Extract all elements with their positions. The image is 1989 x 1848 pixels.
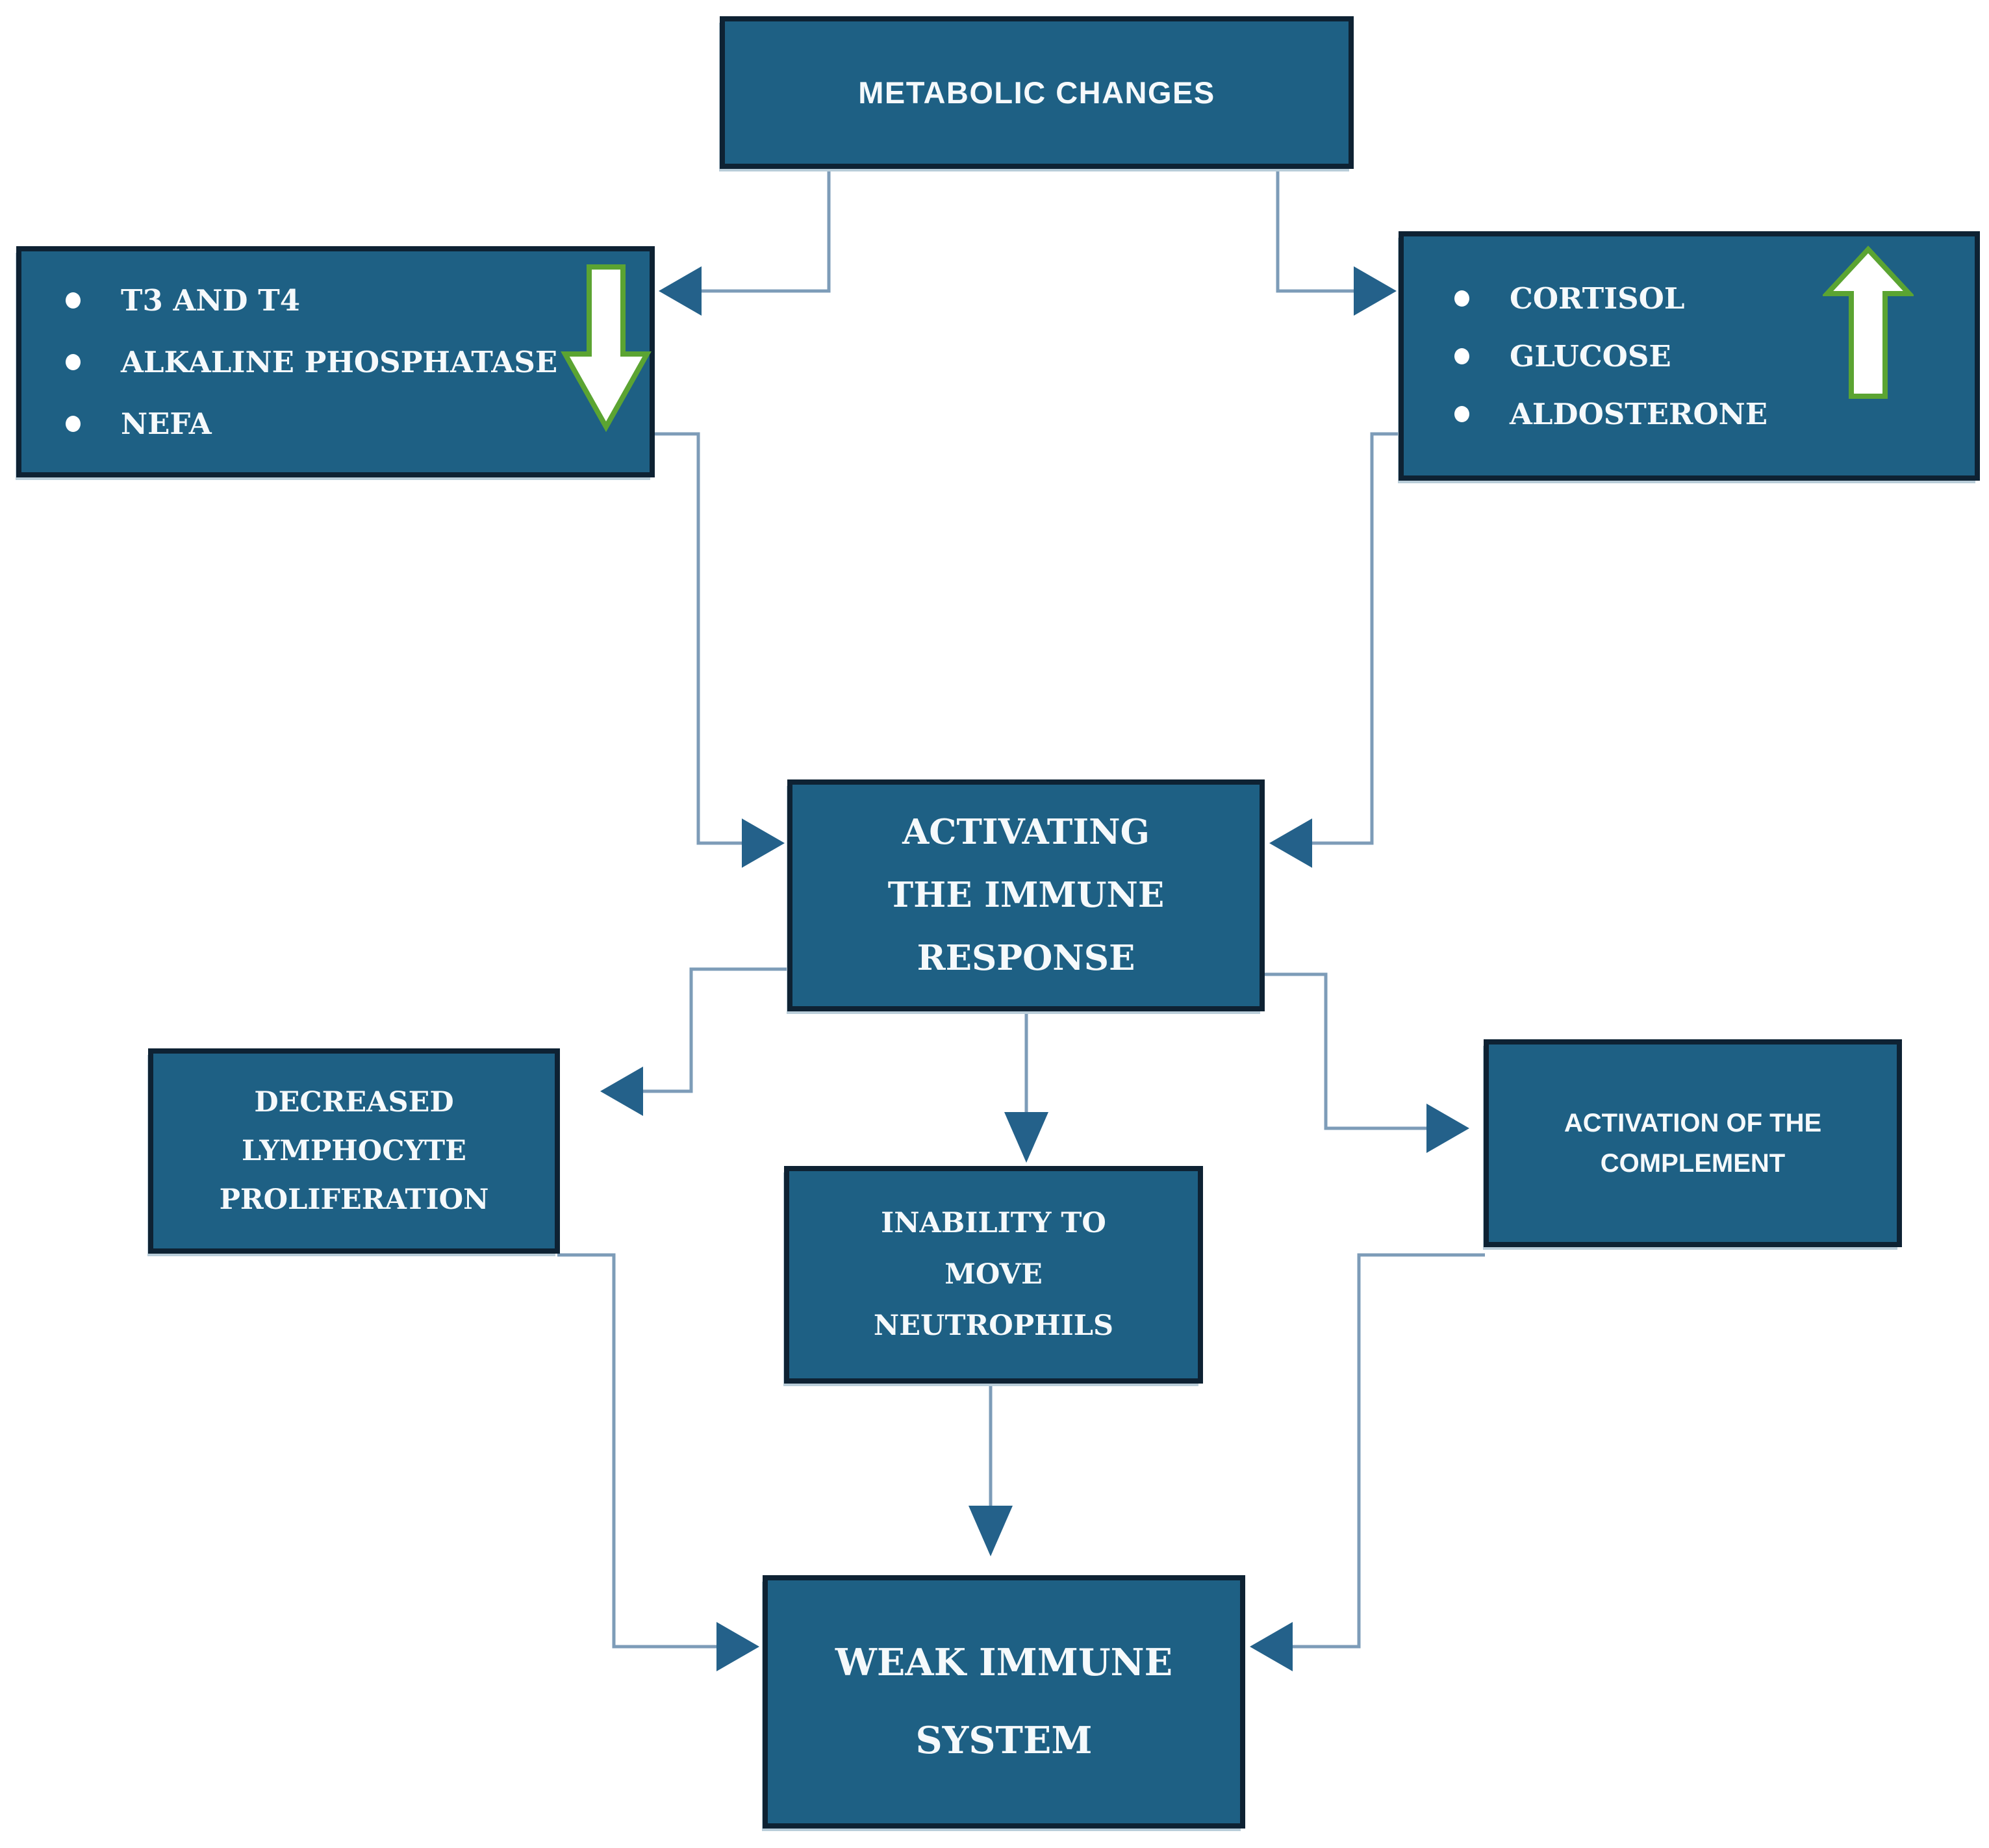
node-label-line: THE IMMUNE	[887, 875, 1165, 915]
bullet-icon	[66, 415, 81, 432]
bullet-list: CORTISOL GLUCOSE ALDOSTERONE	[1404, 236, 1767, 475]
bullet-icon	[66, 353, 81, 370]
node-decreased-lymphocyte-proliferation: DECREASED LYMPHOCYTE PROLIFERATION	[148, 1048, 560, 1254]
down-arrow-icon	[561, 264, 652, 432]
node-label: METABOLIC CHANGES	[858, 75, 1215, 110]
edge-activating-to-inability	[1004, 1011, 1048, 1163]
node-label-line: INABILITY TO	[881, 1207, 1106, 1239]
node-label-line: PROLIFERATION	[219, 1183, 489, 1216]
list-item-label: ALKALINE PHOSPHATASE	[121, 344, 558, 379]
edge-activating-to-complement	[1265, 972, 1469, 1153]
list-item: ALDOSTERONE	[1454, 385, 1767, 443]
bullet-icon	[66, 292, 81, 309]
up-arrow-icon	[1823, 246, 1914, 399]
list-item: ALKALINE PHOSPHATASE	[66, 331, 557, 393]
node-label-line: WEAK IMMUNE	[835, 1641, 1173, 1684]
node-label-line: ACTIVATION OF THE	[1564, 1109, 1822, 1137]
node-increased-hormones-list: CORTISOL GLUCOSE ALDOSTERONE	[1399, 231, 1980, 481]
edge-complement-to-weak	[1250, 1253, 1485, 1671]
node-label-line: RESPONSE	[917, 938, 1135, 978]
node-label-line: NEUTROPHILS	[873, 1310, 1114, 1342]
list-item-label: ALDOSTERONE	[1510, 396, 1768, 431]
edge-metabolic-to-decreased-hormones	[659, 170, 831, 316]
edge-metabolic-to-increased-hormones	[1276, 170, 1397, 316]
list-item-label: T3 AND T4	[121, 283, 300, 318]
node-label-line: LYMPHOCYTE	[242, 1134, 466, 1167]
node-activation-of-the-complement: ACTIVATION OF THE COMPLEMENT	[1484, 1039, 1902, 1247]
bullet-icon	[1454, 290, 1469, 307]
list-item: CORTISOL	[1454, 270, 1767, 327]
bullet-list: T3 AND T4 ALKALINE PHOSPHATASE NEFA	[21, 251, 557, 472]
edge-increased-hormones-to-activating	[1269, 432, 1399, 868]
list-item-label: NEFA	[121, 406, 212, 441]
edge-inability-to-weak	[969, 1384, 1013, 1556]
list-item: GLUCOSE	[1454, 327, 1767, 385]
node-label-line: ACTIVATING	[902, 812, 1150, 852]
node-label-line: MOVE	[944, 1258, 1043, 1291]
edge-decreased-hormones-to-activating	[655, 432, 785, 868]
bullet-icon	[1454, 348, 1469, 364]
node-activating-the-immune-response: ACTIVATING THE IMMUNE RESPONSE	[787, 779, 1265, 1011]
node-label-line: DECREASED	[254, 1085, 454, 1119]
node-inability-to-move-neutrophils: INABILITY TO MOVE NEUTROPHILS	[784, 1166, 1203, 1384]
node-decreased-hormones-list: T3 AND T4 ALKALINE PHOSPHATASE NEFA	[16, 246, 655, 477]
list-item: T3 AND T4	[66, 270, 557, 331]
list-item: NEFA	[66, 393, 557, 455]
edge-decreased-lymphocyte-to-weak	[557, 1253, 759, 1671]
node-metabolic-changes: METABOLIC CHANGES	[720, 16, 1354, 169]
node-label-line: SYSTEM	[915, 1719, 1093, 1762]
edge-activating-to-decreased-lymphocyte	[600, 967, 787, 1116]
list-item-label: CORTISOL	[1510, 281, 1685, 316]
list-item-label: GLUCOSE	[1510, 338, 1671, 373]
node-label-line: COMPLEMENT	[1600, 1149, 1786, 1178]
bullet-icon	[1454, 405, 1469, 422]
node-weak-immune-system: WEAK IMMUNE SYSTEM	[763, 1575, 1245, 1829]
